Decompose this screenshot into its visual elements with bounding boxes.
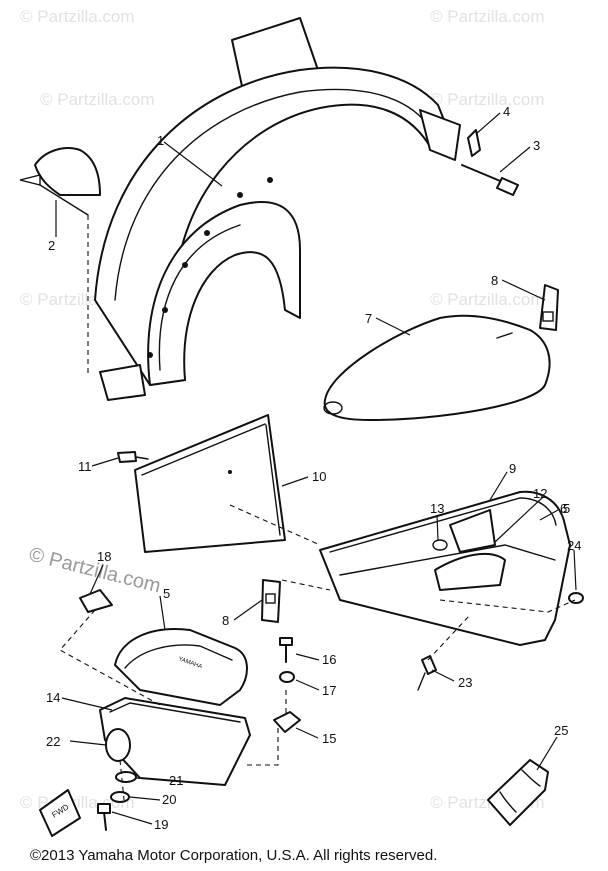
part-11-screw (117, 451, 149, 463)
callout-label: 8 (222, 613, 229, 628)
watermark-large: © Partzilla.com (27, 544, 163, 598)
callout-label: 4 (503, 104, 510, 119)
part-24-grommet (568, 592, 584, 604)
callout-label: 9 (509, 461, 516, 476)
callout-label: 17 (322, 683, 336, 698)
callout-label: 22 (46, 734, 60, 749)
part-5-lid: YAMAHA (114, 628, 248, 706)
callout-label: 12 (533, 486, 547, 501)
copyright-notice: ©2013 Yamaha Motor Corporation, U.S.A. A… (30, 847, 438, 864)
callout-label: 2 (48, 238, 55, 253)
callout-label: 16 (322, 652, 336, 667)
part-15-bracket (273, 711, 301, 733)
callout-label: 7 (365, 311, 372, 326)
part-19-bolt (97, 803, 111, 831)
callout-label: 1 (157, 133, 164, 148)
callout-label: 24 (567, 538, 581, 553)
callout-label: 11 (78, 459, 92, 474)
part-2-pin (19, 147, 101, 216)
callout-label: 25 (554, 723, 568, 738)
watermark: © Partzilla.com (40, 90, 155, 109)
watermark: © Partzilla.com (20, 7, 135, 26)
callout-label: 14 (46, 690, 60, 705)
part-6-case (319, 490, 571, 646)
part-8-clip-upper (539, 284, 559, 331)
part-4-spring-pin (467, 129, 481, 157)
callout-label: 3 (533, 138, 540, 153)
part-17-washer (279, 671, 295, 683)
part-10-plate (134, 414, 286, 553)
callout-label: 5 (163, 586, 170, 601)
part-8-clip-lower (261, 579, 281, 623)
callout-label: 5 (563, 501, 570, 516)
callout-label: 13 (430, 501, 444, 516)
callout-label: 18 (97, 549, 111, 564)
part-20-washer (110, 791, 130, 803)
watermark: © Partzilla.com (430, 290, 545, 309)
callout-label: 23 (458, 675, 472, 690)
part-21-collar (115, 771, 137, 783)
part-23-fitting (417, 655, 437, 691)
callout-label: 15 (322, 731, 336, 746)
watermark: © Partzilla.com (430, 90, 545, 109)
part-18-clip (79, 589, 113, 613)
part-22-band (105, 728, 131, 762)
callout-label: 19 (154, 817, 168, 832)
watermark: © Partzilla.com (430, 7, 545, 26)
part-14-case (99, 697, 251, 786)
callout-label: 6 (560, 501, 567, 516)
part-3-bolt (461, 164, 519, 196)
callout-label: 20 (162, 792, 176, 807)
assembly-lines (59, 215, 576, 801)
part-25-hose (487, 759, 549, 826)
callouts: 1 2 3 4 5 5 6 7 8 8 9 10 11 12 13 14 15 … (46, 104, 581, 832)
part-16-bolt (279, 637, 293, 663)
callout-label: 8 (491, 273, 498, 288)
part-1-chain-case (94, 17, 461, 401)
callout-label: 10 (312, 469, 326, 484)
leader-lines (55, 112, 577, 825)
callout-label: 21 (169, 773, 183, 788)
part-7-cap (323, 314, 551, 421)
fwd-arrow-tag: FWD (39, 789, 81, 837)
